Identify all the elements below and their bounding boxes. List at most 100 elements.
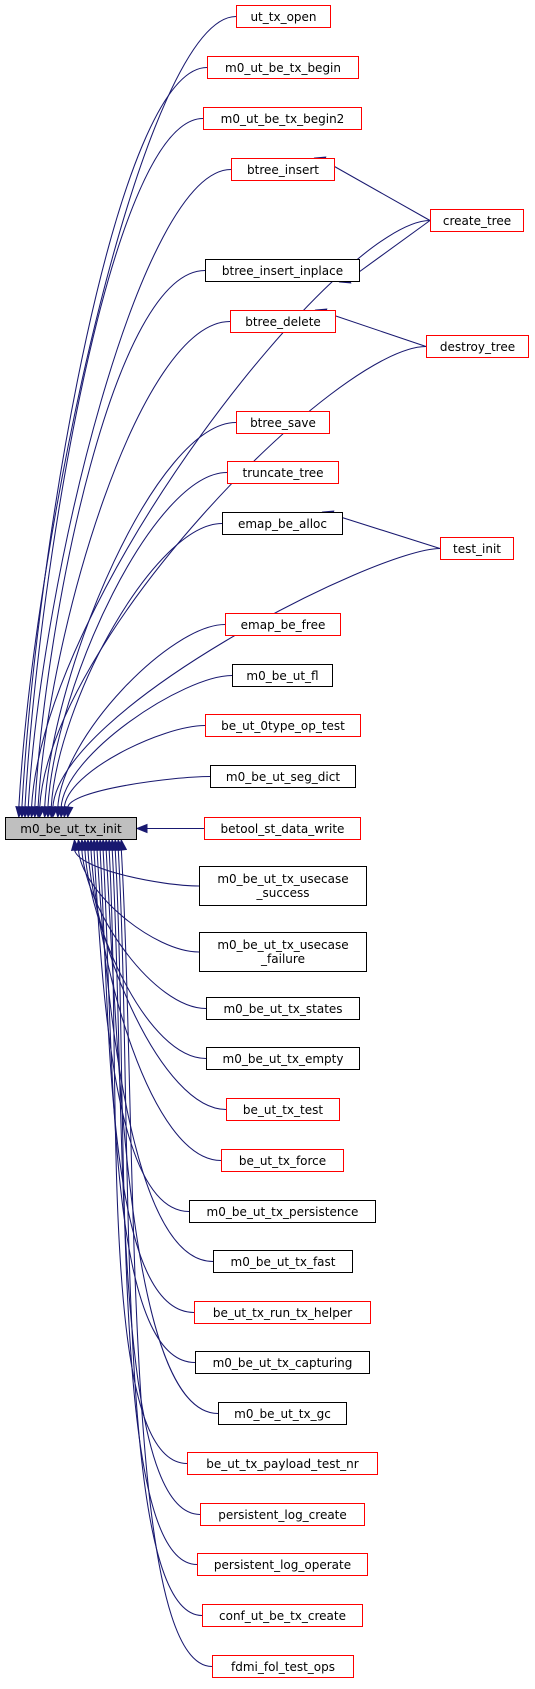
- node-label: be_ut_0type_op_test: [221, 718, 345, 733]
- node-label: m0_be_ut_fl: [246, 668, 319, 683]
- edge-btree-insert-inplace-to-m0-be-ut-tx-init: [34, 269, 206, 809]
- node-fdmi-fol-test-ops[interactable]: fdmi_fol_test_ops: [212, 1655, 354, 1678]
- node-label: btree_save: [250, 415, 316, 430]
- node-label: betool_st_data_write: [220, 821, 345, 836]
- node-label: emap_be_alloc: [237, 516, 327, 531]
- node-m0-be-ut-tx-empty[interactable]: m0_be_ut_tx_empty: [206, 1047, 360, 1070]
- edge-m0-be-ut-tx-empty-to-m0-be-ut-tx-init: [84, 848, 207, 1060]
- node-label: m0_ut_be_tx_begin: [225, 60, 341, 75]
- edge-btree-save-to-m0-be-ut-tx-init: [44, 421, 237, 809]
- node-label: m0_ut_be_tx_begin2: [220, 111, 345, 126]
- edge-destroy-tree-to-btree-delete: [323, 311, 427, 347]
- node-persistent-log-create[interactable]: persistent_log_create: [200, 1503, 365, 1526]
- node-emap-be-alloc[interactable]: emap_be_alloc: [222, 512, 343, 535]
- edge-arrowhead: [64, 806, 74, 819]
- node-label: fdmi_fol_test_ops: [230, 1659, 336, 1674]
- node-label: persistent_log_create: [218, 1507, 347, 1522]
- node-be-ut-tx-payload-test-nr[interactable]: be_ut_tx_payload_test_nr: [187, 1452, 378, 1475]
- node-be-ut-tx-test[interactable]: be_ut_tx_test: [226, 1098, 340, 1121]
- node-label: m0_be_ut_tx_empty: [222, 1051, 344, 1066]
- node-label: _success: [256, 886, 310, 900]
- node-btree-insert[interactable]: btree_insert: [231, 158, 335, 181]
- node-m0-be-ut-tx-persistence[interactable]: m0_be_ut_tx_persistence: [189, 1200, 376, 1223]
- node-label: m0_be_ut_tx_persistence: [206, 1204, 359, 1219]
- edge-be-ut-tx-test-to-m0-be-ut-tx-init: [87, 848, 227, 1111]
- edge-truncate-tree-to-m0-be-ut-tx-init: [47, 471, 228, 809]
- edge-m0-ut-be-tx-begin-to-m0-be-ut-tx-init: [21, 66, 208, 809]
- node-persistent-log-operate[interactable]: persistent_log_operate: [197, 1553, 368, 1576]
- node-label: destroy_tree: [439, 339, 516, 354]
- node-be-ut-0type-op-test[interactable]: be_ut_0type_op_test: [205, 714, 361, 737]
- node-label: conf_ut_be_tx_create: [219, 1608, 346, 1623]
- node-m0-be-ut-tx-capturing[interactable]: m0_be_ut_tx_capturing: [195, 1351, 370, 1374]
- edge-test-init-to-m0-be-ut-tx-init: [52, 547, 441, 809]
- node-label: be_ut_tx_run_tx_helper: [212, 1305, 353, 1320]
- node-label: be_ut_tx_test: [242, 1102, 324, 1117]
- node-label: _failure: [261, 952, 305, 966]
- node-btree-insert-inplace[interactable]: btree_insert_inplace: [205, 259, 360, 282]
- root-node-m0-be-ut-tx-init: m0_be_ut_tx_init: [5, 817, 137, 840]
- node-label: ut_tx_open: [250, 9, 317, 24]
- node-btree-delete[interactable]: btree_delete: [230, 310, 336, 333]
- node-m0-be-ut-tx-states[interactable]: m0_be_ut_tx_states: [206, 997, 360, 1020]
- node-label: m0_be_ut_tx_usecase: [217, 938, 349, 952]
- node-conf-ut-be-tx-create[interactable]: conf_ut_be_tx_create: [202, 1604, 363, 1627]
- edge-conf-ut-be-tx-create-to-m0-be-ut-tx-init: [117, 848, 203, 1617]
- edge-m0-be-ut-tx-usecase-success-to-m0-be-ut-tx-init: [73, 848, 200, 887]
- edge-m0-be-ut-tx-usecase-failure-to-m0-be-ut-tx-init: [77, 848, 200, 953]
- node-m0-be-ut-tx-gc[interactable]: m0_be_ut_tx_gc: [218, 1402, 347, 1425]
- edge-m0-be-ut-fl-to-m0-be-ut-tx-init: [60, 674, 233, 809]
- node-label: create_tree: [442, 213, 512, 228]
- node-m0-be-ut-fl[interactable]: m0_be_ut_fl: [232, 664, 333, 687]
- node-m0-be-ut-tx-usecase-success[interactable]: m0_be_ut_tx_usecase_success: [199, 866, 367, 906]
- node-ut-tx-open[interactable]: ut_tx_open: [236, 5, 331, 28]
- node-label: m0_be_ut_seg_dict: [225, 769, 341, 784]
- node-betool-st-data-write[interactable]: betool_st_data_write: [204, 817, 361, 840]
- node-m0-be-ut-seg-dict[interactable]: m0_be_ut_seg_dict: [210, 765, 356, 788]
- edge-persistent-log-create-to-m0-be-ut-tx-init: [111, 848, 201, 1516]
- node-label: m0_be_ut_tx_fast: [230, 1254, 336, 1269]
- edge-btree-insert-to-m0-be-ut-tx-init: [27, 168, 232, 809]
- edge-emap-be-alloc-to-m0-be-ut-tx-init: [50, 522, 223, 809]
- edge-persistent-log-operate-to-m0-be-ut-tx-init: [114, 848, 198, 1566]
- node-label: truncate_tree: [242, 465, 324, 480]
- edge-create-tree-to-m0-be-ut-tx-init: [30, 219, 431, 809]
- node-emap-be-free[interactable]: emap_be_free: [225, 613, 341, 636]
- node-be-ut-tx-force[interactable]: be_ut_tx_force: [221, 1149, 344, 1172]
- edge-m0-be-ut-tx-persistence-to-m0-be-ut-tx-init: [93, 848, 190, 1213]
- node-m0-be-ut-tx-fast[interactable]: m0_be_ut_tx_fast: [213, 1250, 353, 1273]
- edge-fdmi-fol-test-ops-to-m0-be-ut-tx-init: [120, 848, 213, 1668]
- node-label: persistent_log_operate: [213, 1557, 352, 1572]
- edge-m0-ut-be-tx-begin2-to-m0-be-ut-tx-init: [24, 117, 204, 809]
- node-label: btree_insert: [247, 162, 319, 177]
- node-label: m0_be_ut_tx_capturing: [212, 1355, 353, 1370]
- node-m0-ut-be-tx-begin[interactable]: m0_ut_be_tx_begin: [207, 56, 359, 79]
- node-btree-save[interactable]: btree_save: [236, 411, 330, 434]
- edge-destroy-tree-to-m0-be-ut-tx-init: [39, 345, 427, 809]
- node-m0-be-ut-tx-usecase-failure[interactable]: m0_be_ut_tx_usecase_failure: [199, 932, 367, 972]
- node-label: be_ut_tx_force: [238, 1153, 327, 1168]
- edge-create-tree-to-btree-insert-inplace: [347, 220, 431, 281]
- edge-be-ut-tx-run-tx-helper-to-m0-be-ut-tx-init: [99, 848, 195, 1314]
- edge-test-init-to-emap-be-alloc: [330, 513, 441, 550]
- node-m0-ut-be-tx-begin2[interactable]: m0_ut_be_tx_begin2: [203, 107, 362, 130]
- edge-ut-tx-open-to-m0-be-ut-tx-init: [18, 15, 237, 809]
- edge-be-ut-0type-op-test-to-m0-be-ut-tx-init: [63, 724, 206, 809]
- node-be-ut-tx-run-tx-helper[interactable]: be_ut_tx_run_tx_helper: [194, 1301, 371, 1324]
- edge-be-ut-tx-payload-test-nr-to-m0-be-ut-tx-init: [108, 848, 188, 1465]
- node-label: m0_be_ut_tx_init: [20, 821, 122, 836]
- edge-m0-be-ut-tx-capturing-to-m0-be-ut-tx-init: [102, 848, 196, 1364]
- node-label: m0_be_ut_tx_states: [223, 1001, 343, 1016]
- edge-arrowhead: [135, 823, 148, 834]
- edge-m0-be-ut-tx-fast-to-m0-be-ut-tx-init: [96, 848, 214, 1263]
- edge-emap-be-free-to-m0-be-ut-tx-init: [57, 623, 226, 809]
- node-create-tree[interactable]: create_tree: [430, 209, 524, 232]
- node-destroy-tree[interactable]: destroy_tree: [426, 335, 529, 358]
- node-test-init[interactable]: test_init: [440, 537, 514, 560]
- edge-create-tree-to-btree-insert: [322, 159, 431, 221]
- node-label: btree_delete: [245, 314, 321, 329]
- edge-be-ut-tx-force-to-m0-be-ut-tx-init: [90, 848, 222, 1162]
- node-label: btree_insert_inplace: [221, 263, 344, 278]
- node-truncate-tree[interactable]: truncate_tree: [227, 461, 339, 484]
